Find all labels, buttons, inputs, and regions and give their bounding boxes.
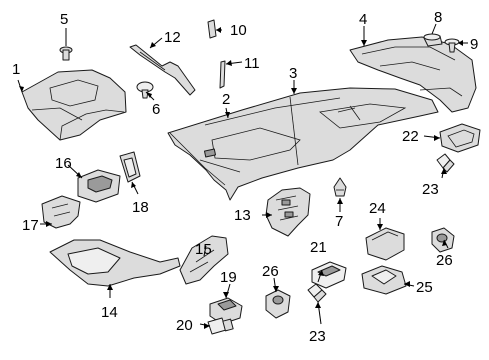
overhead-console-13-part: [265, 187, 311, 237]
pillar-15-part: [179, 235, 229, 285]
callout-3: 3: [289, 65, 297, 82]
callout-17: 17: [22, 217, 39, 234]
callout-8: 8: [434, 9, 442, 26]
callout-1: 1: [12, 61, 20, 78]
lens-25-part: [361, 265, 407, 295]
callout-25: 25: [416, 279, 433, 296]
callout-20: 20: [176, 317, 193, 334]
callout-4: 4: [359, 11, 367, 28]
headliner-part: [167, 87, 439, 201]
front-cover-part: [21, 69, 127, 141]
callout-5: 5: [60, 11, 68, 28]
callout-10: 10: [230, 22, 247, 39]
screw-5-part: [59, 46, 73, 61]
leader-arrowheads: [19, 27, 463, 329]
callout-23b: 23: [309, 328, 326, 345]
bulb-23a-part: [436, 153, 455, 173]
socket-26a-part: [265, 289, 291, 319]
callout-21: 21: [310, 239, 327, 256]
pillar-trim-part: [129, 44, 196, 96]
callout-labels: 1 2 3 4 5 6 7 8 9 10 11 12 13 14 15 16 1…: [12, 9, 478, 345]
clip-9-part: [444, 38, 460, 53]
lens-21-part: [311, 261, 347, 289]
callout-2: 2: [222, 91, 230, 108]
callout-15: 15: [195, 241, 212, 258]
trim-frame-18-part: [119, 151, 141, 183]
cover-24-part: [365, 227, 405, 261]
clip-7-part: [333, 177, 347, 197]
bulb-23b-part: [307, 283, 327, 303]
callout-11: 11: [244, 55, 260, 72]
lamp-20-part: [207, 317, 234, 335]
cap-8-part: [423, 33, 443, 47]
callout-12: 12: [164, 29, 181, 46]
side-rail-14-part: [49, 239, 181, 287]
callout-16: 16: [55, 155, 72, 172]
callout-6: 6: [152, 101, 160, 118]
callout-13: 13: [234, 207, 251, 224]
callout-19: 19: [220, 269, 237, 286]
callout-26b: 26: [436, 252, 453, 269]
callout-7: 7: [335, 213, 343, 230]
push-pin-6-part: [136, 81, 154, 99]
callout-9: 9: [470, 36, 478, 53]
callout-24: 24: [369, 200, 386, 217]
switch-19-part: [209, 297, 243, 325]
dome-lamp-22-part: [439, 123, 481, 153]
callout-26a: 26: [262, 263, 279, 280]
clip-11-part: [219, 60, 226, 89]
callout-22: 22: [402, 128, 419, 145]
callout-14: 14: [101, 304, 118, 321]
callout-23a: 23: [422, 181, 439, 198]
socket-26b-part: [431, 227, 455, 253]
module-16-part: [77, 169, 121, 203]
callout-18: 18: [132, 199, 149, 216]
clip-10-part: [207, 19, 217, 39]
bracket-17-part: [41, 195, 81, 229]
